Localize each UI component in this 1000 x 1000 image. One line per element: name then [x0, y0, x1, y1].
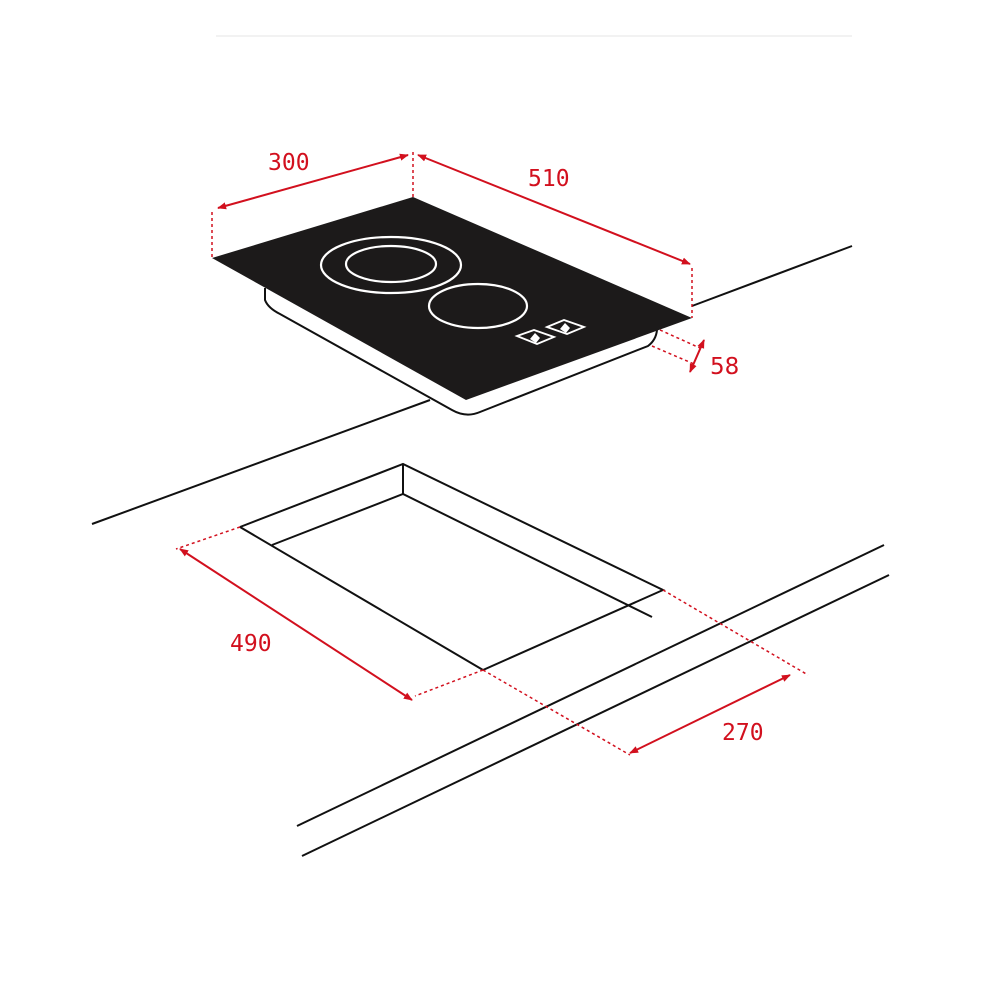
cutout-depth-value: 490	[230, 631, 272, 657]
dimension-height: 58	[651, 329, 739, 380]
cutout-outline	[239, 462, 666, 672]
control-knob-1	[514, 329, 557, 345]
height-value: 58	[710, 354, 739, 380]
dimension-depth: 510	[417, 154, 693, 318]
worktop	[91, 245, 890, 857]
dimension-cutout-width: 270	[482, 589, 809, 756]
dimension-cutout-depth: 490	[175, 526, 484, 701]
worktop-front-edge-top	[296, 544, 885, 827]
cooking-zone-dual-outer-ring	[319, 235, 463, 295]
worktop-cutout	[239, 462, 666, 672]
hob-glass-top	[212, 197, 692, 400]
dimension-width: 300	[211, 150, 414, 258]
worktop-back-edge-left	[91, 399, 431, 525]
cooking-zone-single-ring	[427, 282, 529, 330]
hob	[212, 197, 692, 416]
depth-value: 510	[528, 166, 570, 192]
worktop-front-edge-bottom	[301, 574, 890, 857]
cutout-inner-wall	[271, 492, 653, 618]
width-value: 300	[268, 150, 310, 176]
control-knob-2	[544, 319, 587, 335]
cutout-width-value: 270	[722, 720, 764, 746]
worktop-back-edge-right	[691, 245, 853, 307]
